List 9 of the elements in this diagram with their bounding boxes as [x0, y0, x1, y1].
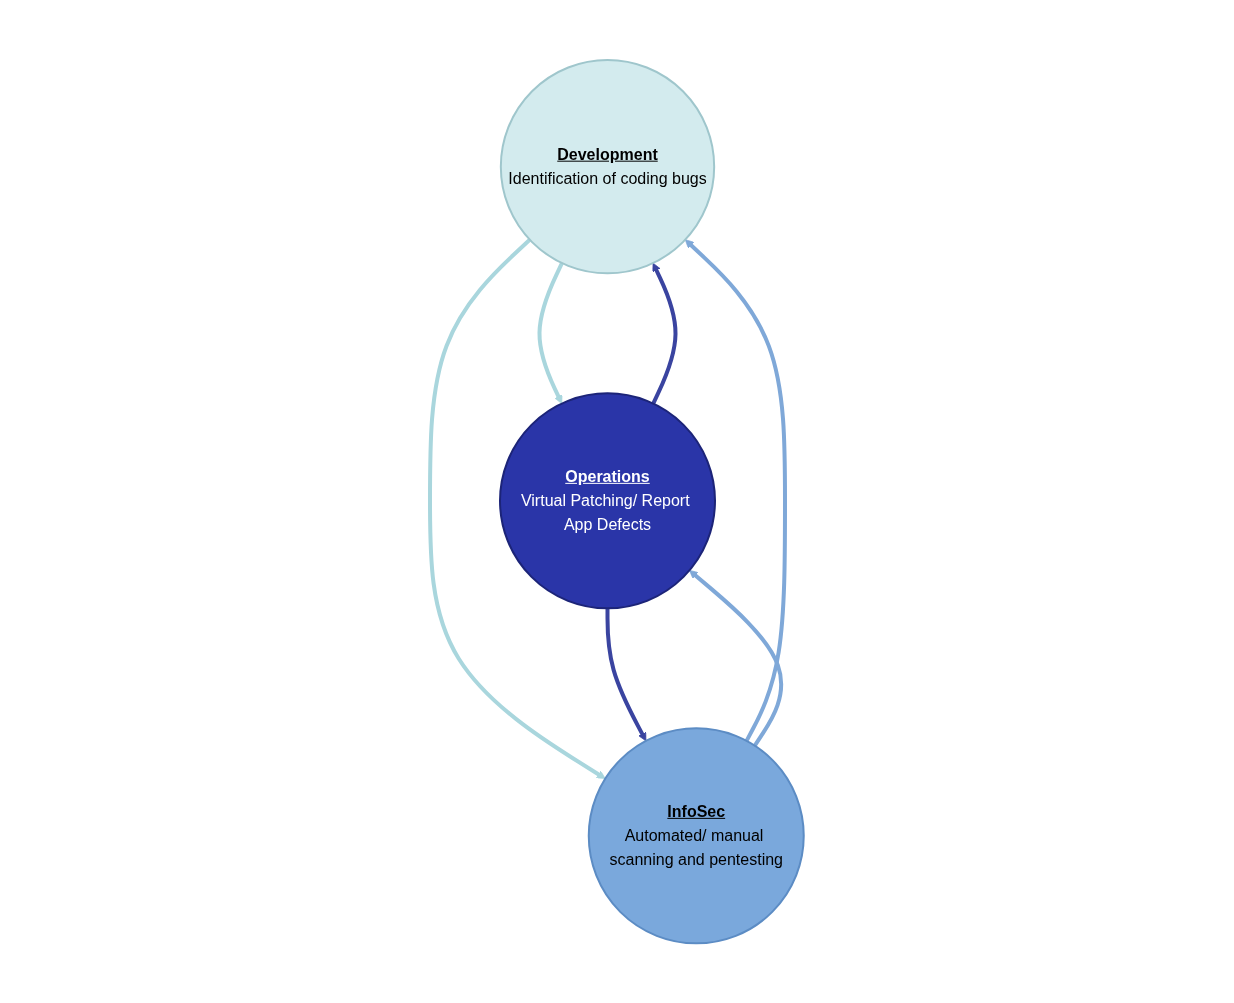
arrow: [651, 262, 678, 405]
arrow: [685, 239, 788, 742]
node-circle: Operations Virtual Patching/ Report App Defects: [499, 392, 717, 610]
node-circle: Development Identification of coding bugs: [499, 58, 716, 275]
arrow: [428, 238, 606, 779]
arrow: [605, 608, 647, 742]
node-circle: InfoSec Automated/ manual scanning and pentesting: [587, 727, 805, 945]
arrow: [537, 262, 564, 404]
arrow: [689, 569, 784, 747]
